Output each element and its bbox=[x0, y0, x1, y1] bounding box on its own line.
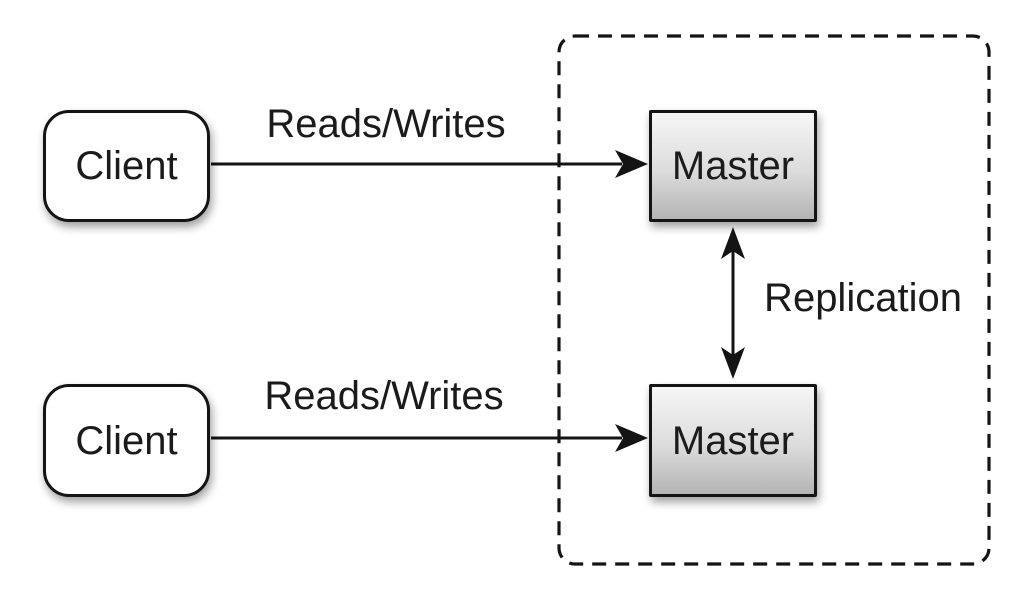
arrowhead-reads-writes-top bbox=[615, 150, 648, 178]
arrowhead-replication-down bbox=[721, 347, 745, 379]
edge-label-reads-writes-top: Reads/Writes bbox=[266, 102, 506, 146]
node-master-top-label: Master bbox=[671, 144, 795, 188]
replication-group-boundary bbox=[557, 34, 991, 566]
node-master-top: Master bbox=[649, 110, 817, 222]
arrowhead-replication-up bbox=[721, 227, 745, 259]
node-master-bottom-label: Master bbox=[671, 418, 795, 463]
node-master-bottom: Master bbox=[649, 384, 817, 497]
node-client-top: Client bbox=[43, 110, 210, 222]
node-client-bottom: Client bbox=[43, 384, 210, 497]
edge-label-replication: Replication bbox=[764, 276, 962, 320]
edge-label-reads-writes-bottom: Reads/Writes bbox=[264, 374, 504, 418]
arrowhead-reads-writes-bottom bbox=[615, 424, 648, 452]
node-client-bottom-label: Client bbox=[75, 418, 178, 463]
node-client-top-label: Client bbox=[75, 144, 178, 188]
